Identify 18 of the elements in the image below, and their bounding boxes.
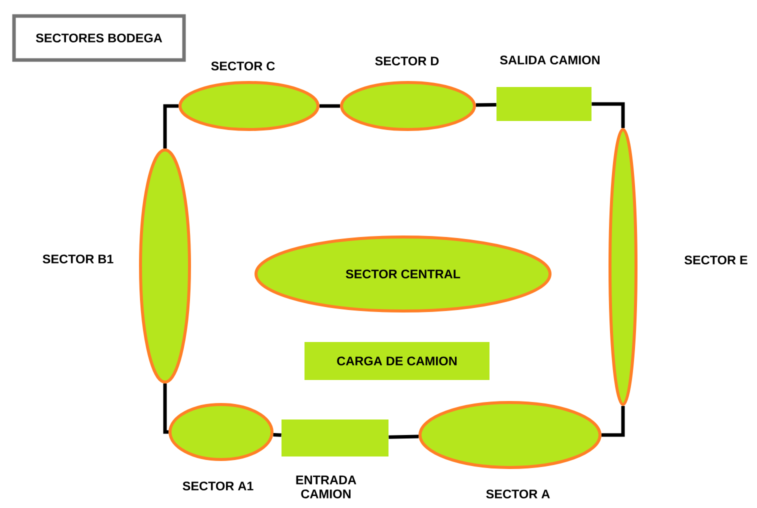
- connector-line: [273, 433, 282, 437]
- connector-line: [163, 384, 168, 434]
- connector-line: [388, 434, 419, 439]
- sector-label: SECTOR E: [684, 256, 748, 264]
- sector-label: SECTOR C: [211, 62, 275, 70]
- sector-label: ENTRADA CAMION: [296, 476, 356, 498]
- sector-label: SALIDA CAMION: [500, 56, 600, 64]
- connector-line: [602, 406, 625, 437]
- sector-label: SECTOR B1: [42, 254, 114, 264]
- connector-line: [592, 102, 625, 128]
- connector-line: [163, 104, 178, 148]
- sector-label: SECTOR D: [375, 56, 439, 66]
- connector-line: [320, 104, 340, 108]
- sector-box: CARGA DE CAMION: [304, 342, 490, 380]
- sector-label: SECTOR A1: [182, 482, 254, 490]
- title-box: SECTORES BODEGA: [12, 14, 186, 62]
- connector-line: [476, 102, 496, 107]
- sector-label: SECTOR A: [486, 490, 550, 498]
